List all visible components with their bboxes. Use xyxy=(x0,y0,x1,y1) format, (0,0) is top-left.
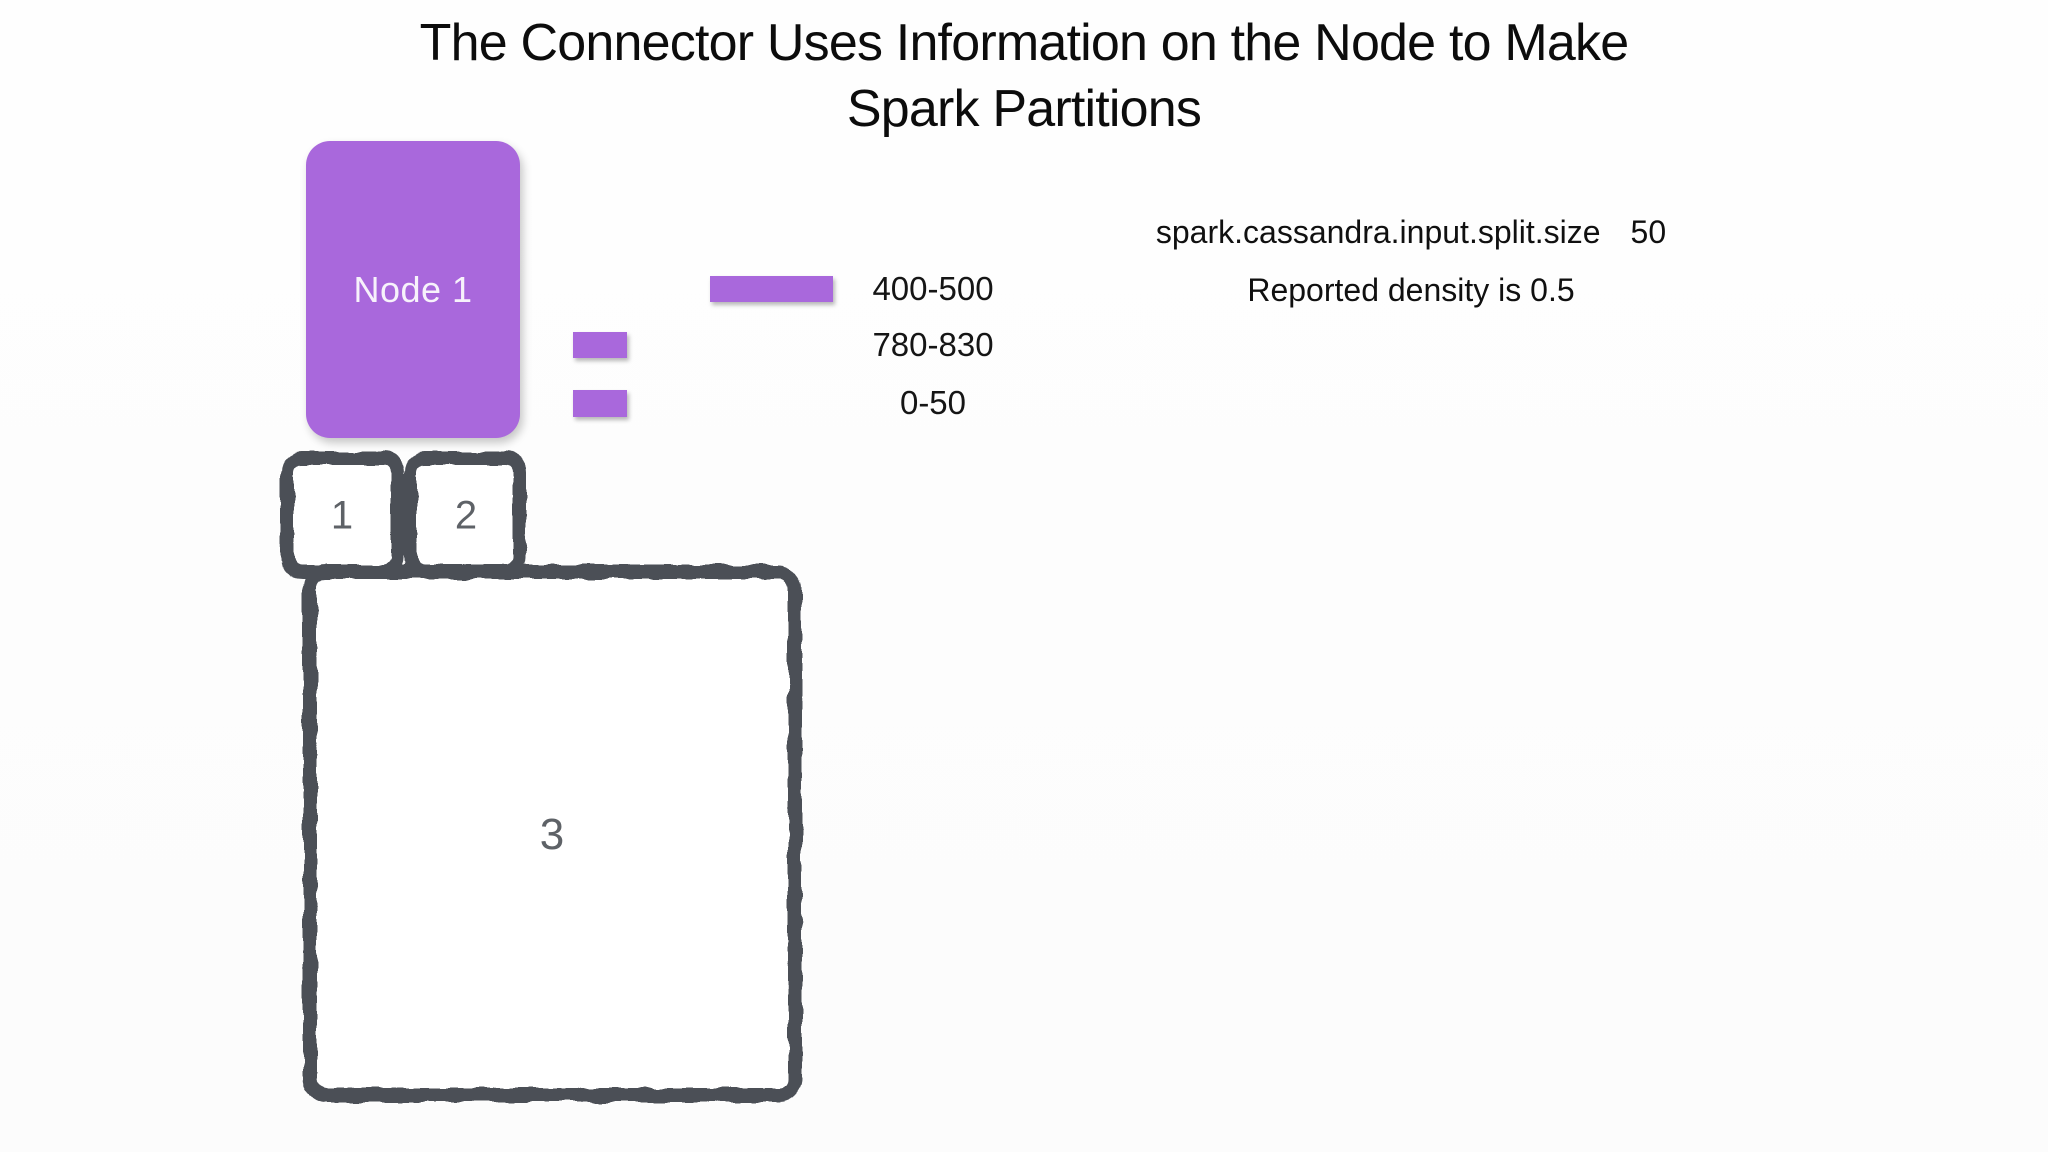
split-size-line: spark.cassandra.input.split.size 50 xyxy=(1111,211,1711,253)
slide-title-line1: The Connector Uses Information on the No… xyxy=(419,14,1629,72)
partition-number-1: 1 xyxy=(330,493,354,538)
range-label-780-830: 780-830 xyxy=(872,326,994,363)
token-range-bar-0-50 xyxy=(573,390,627,417)
config-block: spark.cassandra.input.split.size 50 Repor… xyxy=(1111,211,1711,311)
density-line: Reported density is 0.5 xyxy=(1247,272,1575,308)
range-label-0-50: 0-50 xyxy=(899,384,967,421)
range-label-400-500: 400-500 xyxy=(872,270,994,307)
split-size-value: 50 xyxy=(1630,214,1667,250)
partition-number-2: 2 xyxy=(454,493,478,538)
token-range-bar-400-500 xyxy=(710,276,833,302)
slide-title-line2: Spark Partitions xyxy=(846,80,1202,138)
token-range-bar-780-830 xyxy=(573,332,627,358)
node-box: Node 1 xyxy=(306,141,520,438)
partition-box-3 xyxy=(303,565,802,1102)
node-label: Node 1 xyxy=(353,268,473,310)
slide-title: The Connector Uses Information on the No… xyxy=(0,10,2048,142)
partition-number-3: 3 xyxy=(539,810,565,859)
split-size-label: spark.cassandra.input.split.size xyxy=(1155,214,1601,250)
